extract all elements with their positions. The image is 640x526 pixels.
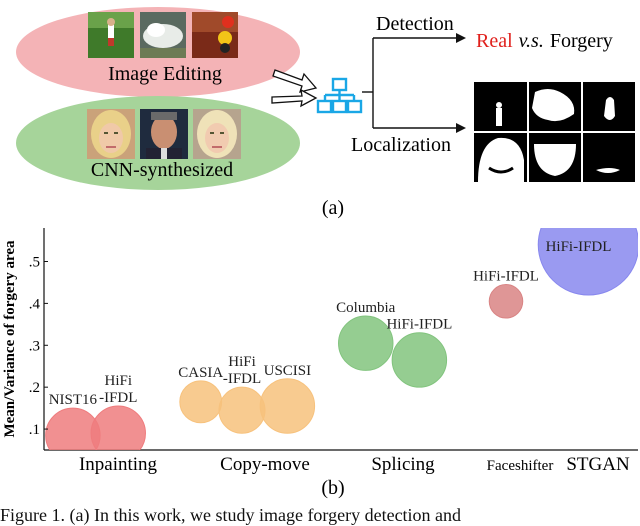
bubble-label: -IFDL xyxy=(99,390,137,406)
real-word: Real xyxy=(476,30,513,52)
network-hierarchy-icon xyxy=(316,77,363,114)
localization-label: Localization xyxy=(351,134,451,156)
bubble xyxy=(259,378,316,434)
localization-arrow-head xyxy=(456,123,466,133)
vs-word: v.s. xyxy=(519,30,544,52)
arrow-from-cnn xyxy=(271,88,318,108)
bubble-label: CASIA xyxy=(178,365,223,381)
y-axis-label: Mean/Variance of forgery area xyxy=(2,240,18,438)
forgery-word: Forgery xyxy=(550,30,613,52)
x-category-labels: Inpainting Copy-move Splicing Faceshifter ST… xyxy=(79,454,630,475)
y-tick-label: .2 xyxy=(29,380,40,396)
image-editing-label: Image Editing xyxy=(108,63,222,85)
bubble-label: HiFi-IFDL xyxy=(473,269,539,285)
branch-lines xyxy=(362,37,458,129)
y-tick-labels: .1 .2 .3 .4 .5 xyxy=(29,255,48,438)
bubble-label: USCISI xyxy=(264,363,312,379)
y-tick-label: .1 xyxy=(29,422,40,438)
bubble xyxy=(338,315,394,371)
x-category-label: Faceshifter xyxy=(487,458,554,474)
localization-mask-grid xyxy=(474,82,635,182)
detection-result: Real v.s. Forgery xyxy=(476,30,613,52)
bubble xyxy=(537,228,638,296)
bubble-label: HiFi xyxy=(104,373,132,389)
bubble-label: HiFi-IFDL xyxy=(546,239,612,255)
bubble xyxy=(488,284,524,319)
bubble-label-layer: NIST16HiFi-IFDLCASIAHiFi-IFDLUSCISIColum… xyxy=(49,239,612,408)
thumbnail-toy-figure xyxy=(192,12,238,58)
edited-image-thumbnails xyxy=(88,12,238,58)
y-tick-label: .4 xyxy=(29,296,41,312)
panel-b-label: (b) xyxy=(321,477,344,499)
x-category-label: Inpainting xyxy=(79,454,158,475)
thumbnail-face-blonde xyxy=(87,109,135,159)
bubble-layer xyxy=(45,228,638,450)
figure-caption: Figure 1. (a) In this work, we study ima… xyxy=(0,505,462,525)
panel-a-label: (a) xyxy=(322,197,344,219)
figure-canvas: Image Editing xyxy=(2,7,638,499)
bubble-chart: NIST16HiFi-IFDLCASIAHiFi-IFDLUSCISIColum… xyxy=(2,228,638,499)
thumbnail-face-platinum xyxy=(193,109,241,159)
y-tick-label: .3 xyxy=(29,338,40,354)
x-category-label: Copy-move xyxy=(220,454,310,475)
bubble xyxy=(391,332,448,388)
cnn-synthesized-label: CNN-synthesized xyxy=(91,159,233,181)
detection-label: Detection xyxy=(376,13,454,35)
bubble-label: HiFi xyxy=(228,354,256,370)
x-category-label: Splicing xyxy=(371,454,435,475)
thumbnail-water-splash xyxy=(140,12,186,58)
thumbnail-grass-player xyxy=(88,12,134,58)
x-category-label: STGAN xyxy=(566,454,630,475)
y-tick-label: .5 xyxy=(29,255,40,271)
bubble xyxy=(218,386,266,434)
arrow-from-editing xyxy=(272,69,318,93)
input-arrows xyxy=(271,69,318,108)
bubble-label: Columbia xyxy=(336,300,396,316)
bubble-label: HiFi-IFDL xyxy=(386,317,452,333)
panel-a: Image Editing xyxy=(16,7,635,219)
bubble-label: -IFDL xyxy=(223,371,261,387)
synthesized-face-thumbnails xyxy=(87,109,241,159)
bubble xyxy=(179,380,223,424)
thumbnail-face-man xyxy=(140,109,188,159)
bubble-label: NIST16 xyxy=(49,392,98,408)
detection-arrow-head xyxy=(456,33,466,43)
bubble xyxy=(90,405,146,450)
